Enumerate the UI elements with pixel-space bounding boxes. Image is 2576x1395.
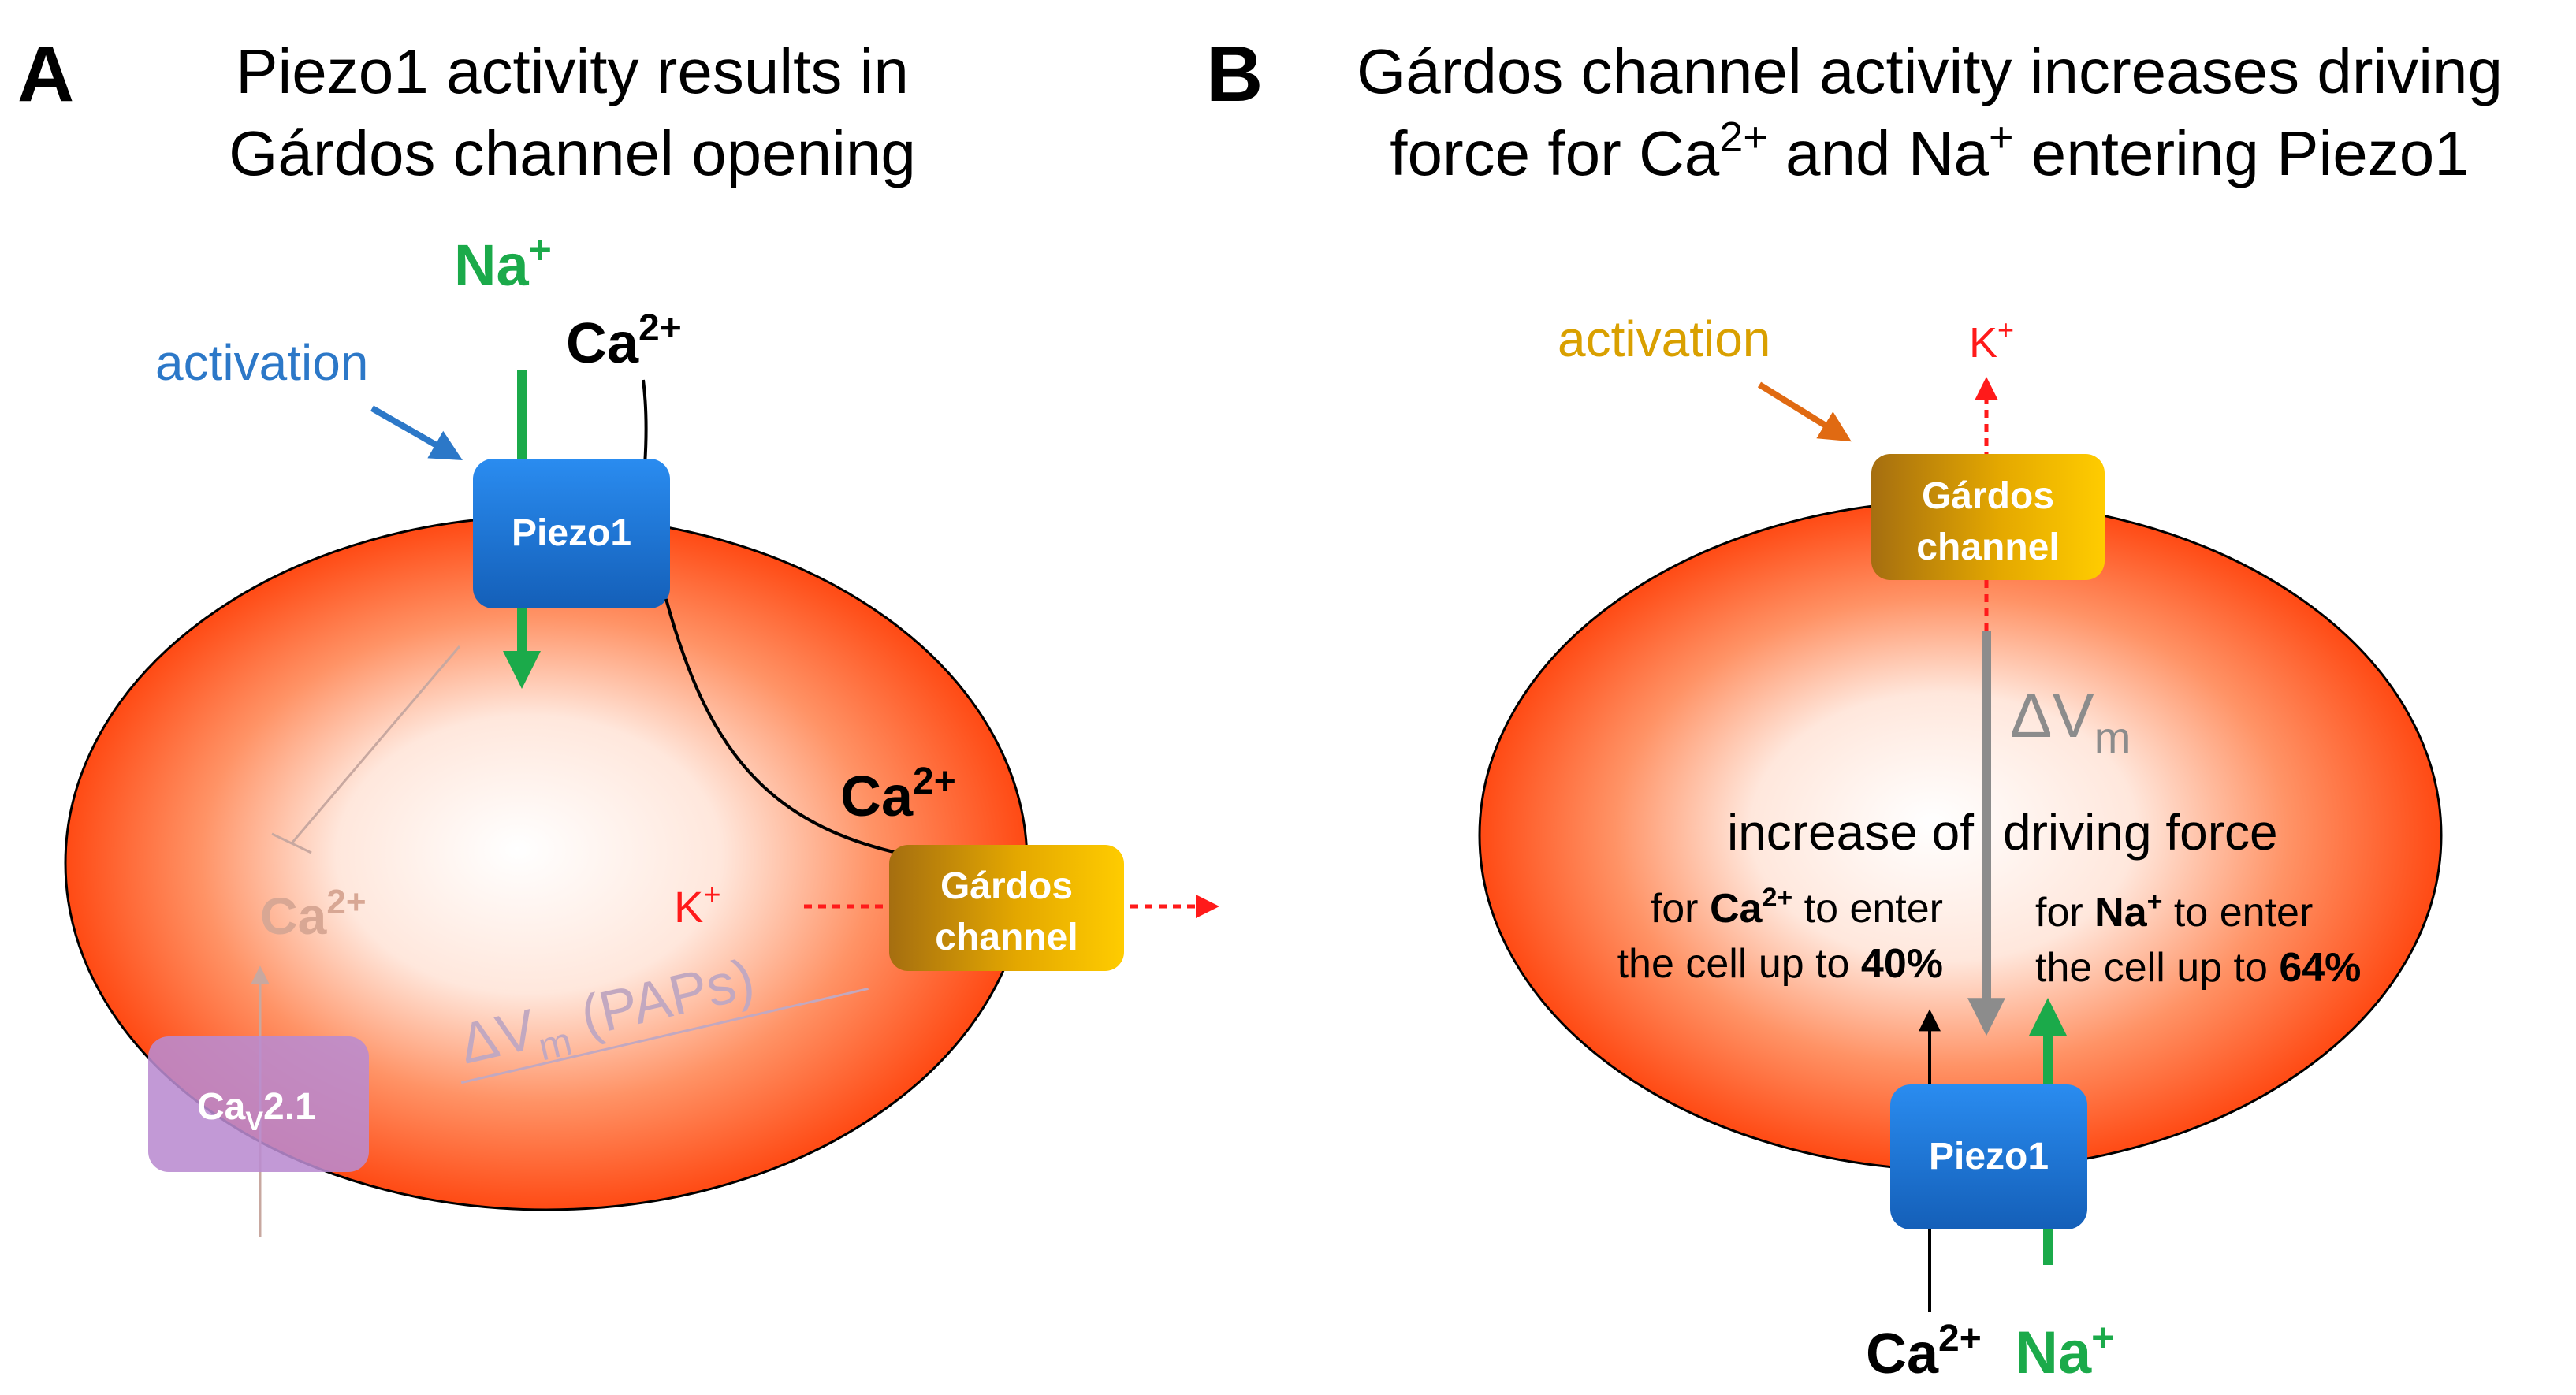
piezo1-label-a: Piezo1: [512, 512, 631, 554]
gardos-label-a-line2: channel: [935, 917, 1078, 958]
ca-label-mid-a: Ca2+: [840, 761, 956, 828]
faded-ca-label: Ca2+: [260, 883, 367, 945]
activation-arrow-b: [1757, 381, 1852, 442]
piezo1-channel-b: [1890, 1084, 2087, 1229]
ca-label-top-a: Ca2+: [566, 307, 682, 375]
activation-label-a: activation: [155, 334, 368, 391]
na-driving-force-line1: for Na+ to enter: [2035, 887, 2313, 936]
cav21-channel: [148, 1036, 369, 1172]
dvm-label-b: ΔVm: [2010, 680, 2131, 762]
panel-a-title-line2: Gárdos channel opening: [229, 118, 916, 188]
panel-b-title-line2: force for Ca2+ and Na+ entering Piezo1: [1390, 113, 2469, 188]
activation-arrow-a: [370, 405, 463, 460]
ca-driving-force-line2: the cell up to 40%: [1617, 941, 1943, 987]
ca-line-top-a: [642, 379, 648, 466]
ca-label-bottom-b: Ca2+: [1866, 1318, 1982, 1386]
piezo1-channel-a: [473, 459, 670, 608]
panel-b-title-line1: Gárdos channel activity increases drivin…: [1357, 36, 2503, 106]
panel-a-title-line1: Piezo1 activity results in: [236, 36, 909, 106]
panel-b-letter: B: [1206, 30, 1263, 118]
na-label-bottom-b: Na+: [2015, 1315, 2114, 1386]
panel-b: B Gárdos channel activity increases driv…: [1206, 30, 2503, 1386]
piezo1-label-b: Piezo1: [1929, 1136, 2049, 1177]
ca-path-to-gardos: [664, 598, 943, 869]
cav21-label: CaV2.1: [197, 1086, 316, 1136]
k-label-b: K+: [1969, 314, 2014, 366]
activation-label-b: activation: [1558, 311, 1770, 367]
increase-label-left: increase of: [1727, 804, 1974, 861]
na-driving-force-line2: the cell up to 64%: [2035, 945, 2361, 991]
gardos-label-b-line1: Gárdos: [1922, 475, 2054, 517]
gardos-channel-b: [1871, 454, 2105, 580]
gardos-label-a-line1: Gárdos: [940, 865, 1073, 907]
inhibition-line: [290, 645, 461, 844]
inhibition-bar: [271, 832, 312, 854]
panel-a-letter: A: [17, 30, 74, 118]
panel-a: A Piezo1 activity results in Gárdos chan…: [17, 30, 1219, 1237]
na-label-top-a: Na+: [454, 228, 552, 298]
increase-label-right: driving force: [2003, 804, 2278, 861]
ca-driving-force-line1: for Ca2+ to enter: [1651, 883, 1943, 932]
gardos-channel-a: [889, 845, 1124, 971]
gardos-label-b-line2: channel: [1916, 526, 2059, 568]
k-label-a: K+: [674, 879, 721, 932]
